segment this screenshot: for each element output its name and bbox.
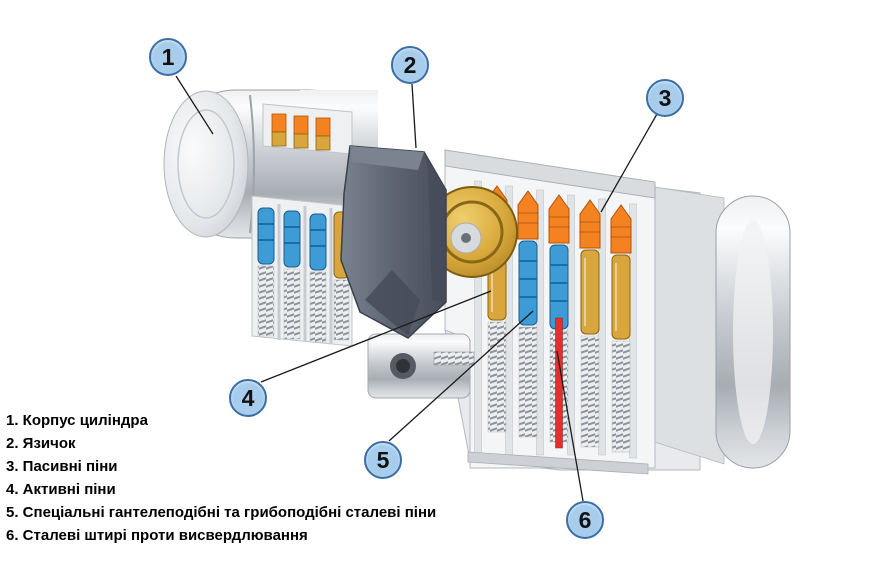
legend-item-3: 3. Пасивні піни [6, 458, 118, 475]
callout-3: 3 [646, 79, 684, 117]
callout-2: 2 [391, 46, 429, 84]
callout-3-number: 3 [658, 84, 672, 111]
callout-2-number: 2 [403, 51, 417, 78]
legend-item-2: 2. Язичок [6, 435, 76, 452]
callout-1: 1 [149, 38, 187, 76]
mounting-block [367, 333, 475, 399]
callout-4-number: 4 [241, 384, 255, 411]
legend-item-6: 6. Сталеві штирі проти висвердлювання [6, 527, 308, 544]
legend: 1. Корпус циліндра 2. Язичок 3. Пасивні … [6, 413, 646, 551]
pin-chamber-walls [474, 180, 637, 459]
left-top-cutaway [262, 103, 353, 155]
cam [340, 145, 447, 339]
legend-item-4: 4. Активні піни [6, 481, 116, 498]
callout-6: 6 [566, 501, 604, 539]
callout-4: 4 [229, 379, 267, 417]
legend-item-5: 5. Спеціальні гантелеподібні та грибопод… [6, 504, 437, 521]
callout-1-number: 1 [161, 43, 175, 70]
leader-lines [175, 75, 658, 502]
bottom-rim [467, 451, 649, 475]
callout-6-number: 6 [578, 506, 592, 533]
left-lower-cutaway [251, 195, 353, 347]
callout-5-number: 5 [376, 446, 390, 473]
legend-item-1: 1. Корпус циліндра [6, 412, 148, 429]
top-strip [444, 149, 656, 199]
callout-5: 5 [364, 441, 402, 479]
